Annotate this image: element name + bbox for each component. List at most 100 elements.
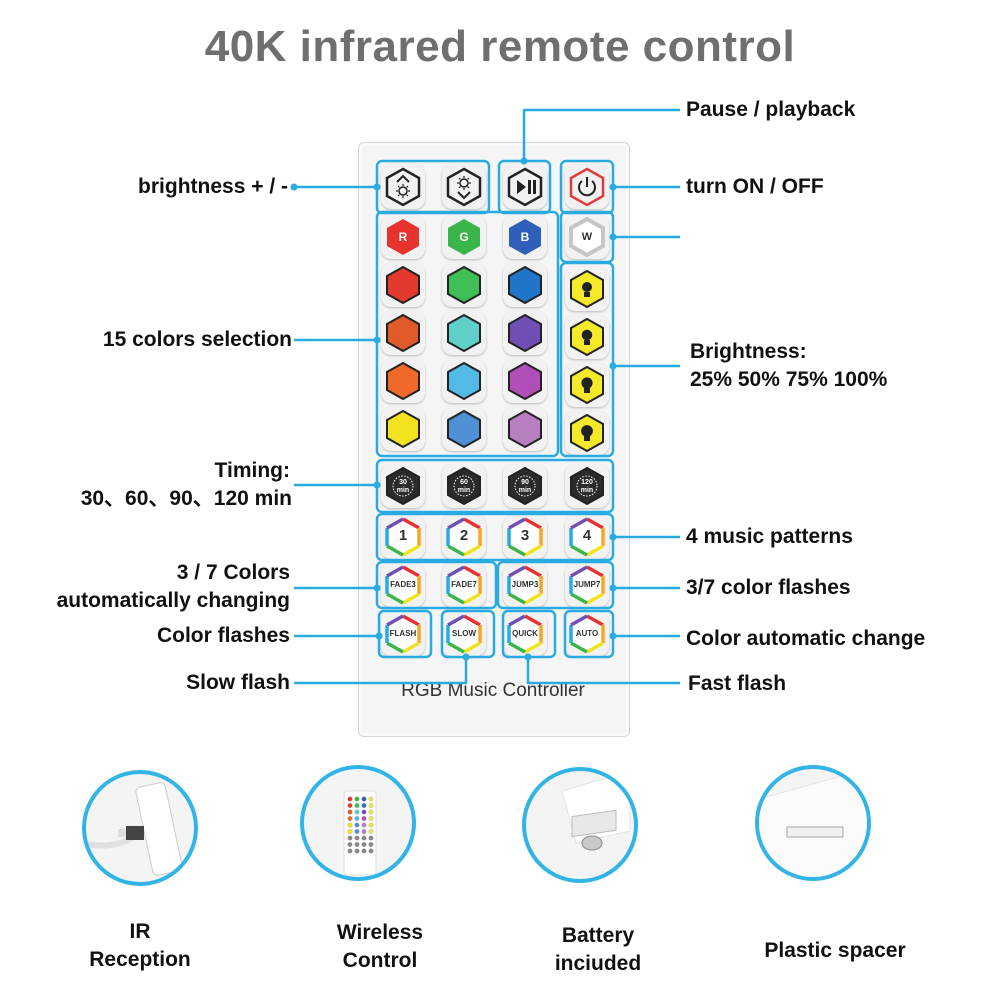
brightness-level-button[interactable] <box>565 411 609 455</box>
color-button[interactable] <box>381 407 425 451</box>
color-letter-label: G <box>459 230 469 244</box>
mode-button[interactable]: JUMP3 <box>503 563 547 607</box>
color-button[interactable] <box>381 263 425 307</box>
timer-button[interactable]: 60 min <box>442 464 486 508</box>
label-auto-changing-2: automatically changing <box>56 589 290 612</box>
music-number-label: 1 <box>398 527 408 544</box>
label-auto-changing-1: 3 / 7 Colors <box>176 561 290 584</box>
color-button[interactable] <box>503 359 547 403</box>
music-button[interactable]: 1 <box>381 515 425 559</box>
color-button[interactable] <box>442 311 486 355</box>
rainbow-hexagon-icon <box>385 565 421 605</box>
bulb-icon <box>570 365 604 405</box>
label-turn-on-off: turn ON / OFF <box>686 175 824 198</box>
timer-icon <box>570 466 604 506</box>
color-button[interactable] <box>442 359 486 403</box>
color-hexagon-icon <box>386 265 420 305</box>
mode-label: FLASH <box>389 629 417 638</box>
music-button[interactable]: 3 <box>503 515 547 559</box>
mode-label: FADE7 <box>451 580 477 589</box>
ir-receiver-image <box>82 770 198 886</box>
mode-label: SLOW <box>452 629 476 638</box>
color-hexagon-icon <box>447 265 481 305</box>
timer-button[interactable]: 90 min <box>503 464 547 508</box>
mode-button[interactable]: FADE3 <box>381 563 425 607</box>
music-number-label: 3 <box>520 527 530 544</box>
label-brightness-plus-minus: brightness + / - <box>138 175 288 198</box>
mode-button[interactable]: SLOW <box>442 612 486 656</box>
brightness-up-icon <box>385 167 421 207</box>
label-timing-title: Timing: <box>214 459 290 482</box>
bulb-icon <box>570 413 604 453</box>
color-button[interactable] <box>442 407 486 451</box>
color-letter-label: R <box>398 230 408 244</box>
timer-label: 60 min <box>457 479 471 494</box>
mode-label: JUMP3 <box>511 580 539 589</box>
mode-button[interactable]: FADE7 <box>442 563 486 607</box>
color-button[interactable] <box>503 311 547 355</box>
play-pause-button[interactable] <box>503 165 547 209</box>
brightness-level-button[interactable] <box>565 363 609 407</box>
label-fast-flash: Fast flash <box>688 672 787 695</box>
white-hexagon-icon <box>569 216 605 258</box>
timer-button[interactable]: 30 min <box>381 464 425 508</box>
color-button[interactable] <box>442 263 486 307</box>
label-slow-flash: Slow flash <box>186 671 290 694</box>
brightness-up-button[interactable] <box>381 165 425 209</box>
music-number-label: 2 <box>459 527 469 544</box>
color-hexagon-icon <box>447 313 481 353</box>
rainbow-hexagon-icon <box>507 614 543 654</box>
color-hexagon-icon <box>447 361 481 401</box>
label-color-auto-change: Color automatic change <box>686 627 926 650</box>
color-button[interactable] <box>381 359 425 403</box>
timer-button[interactable]: 120 min <box>565 464 609 508</box>
mode-button[interactable]: QUICK <box>503 612 547 656</box>
label-music-patterns: 4 music patterns <box>686 525 853 548</box>
mode-button[interactable]: JUMP7 <box>565 563 609 607</box>
mode-label: QUICK <box>512 629 538 638</box>
music-button[interactable]: 2 <box>442 515 486 559</box>
bulb-icon <box>570 269 604 309</box>
rainbow-hexagon-icon <box>569 565 605 605</box>
color-hexagon-icon <box>508 265 542 305</box>
feature-battery-line2: inciuded <box>554 952 642 975</box>
timer-icon <box>447 466 481 506</box>
power-button[interactable] <box>565 165 609 209</box>
power-icon <box>569 167 605 207</box>
rainbow-hexagon-icon <box>446 614 482 654</box>
color-hexagon-icon <box>508 313 542 353</box>
rainbow-hexagon-icon <box>446 565 482 605</box>
color-button[interactable] <box>381 311 425 355</box>
remote-image <box>300 765 416 881</box>
music-button[interactable]: 4 <box>565 515 609 559</box>
timer-label: 120 min <box>580 479 594 494</box>
color-hexagon-icon <box>509 219 541 255</box>
color-letter-label: B <box>520 230 530 244</box>
brightness-level-button[interactable] <box>565 267 609 311</box>
feature-battery-line1: Battery <box>561 924 635 947</box>
mode-button[interactable]: FLASH <box>381 612 425 656</box>
timer-label: 90 min <box>518 479 532 494</box>
white-button[interactable]: W <box>565 215 609 259</box>
color-button[interactable] <box>503 407 547 451</box>
mode-button[interactable]: AUTO <box>565 612 609 656</box>
label-timing-values: 30、60、90、120 min <box>80 487 292 510</box>
color-hexagon-icon <box>508 409 542 449</box>
brightness-down-button[interactable] <box>442 165 486 209</box>
color-hexagon-icon <box>448 219 480 255</box>
color-button[interactable]: G <box>442 215 486 259</box>
mode-label: FADE3 <box>390 580 416 589</box>
color-button[interactable] <box>503 263 547 307</box>
mode-label: AUTO <box>575 629 599 638</box>
label-15-colors: 15 colors selection <box>102 328 292 351</box>
brightness-level-button[interactable] <box>565 315 609 359</box>
music-note-icon <box>385 517 421 557</box>
label-brightness-title: Brightness: <box>690 340 807 363</box>
color-button[interactable]: B <box>503 215 547 259</box>
color-button[interactable]: R <box>381 215 425 259</box>
color-hexagon-icon <box>387 219 419 255</box>
feature-wireless-line1: Wireless <box>336 921 424 944</box>
mode-label: JUMP7 <box>573 580 601 589</box>
